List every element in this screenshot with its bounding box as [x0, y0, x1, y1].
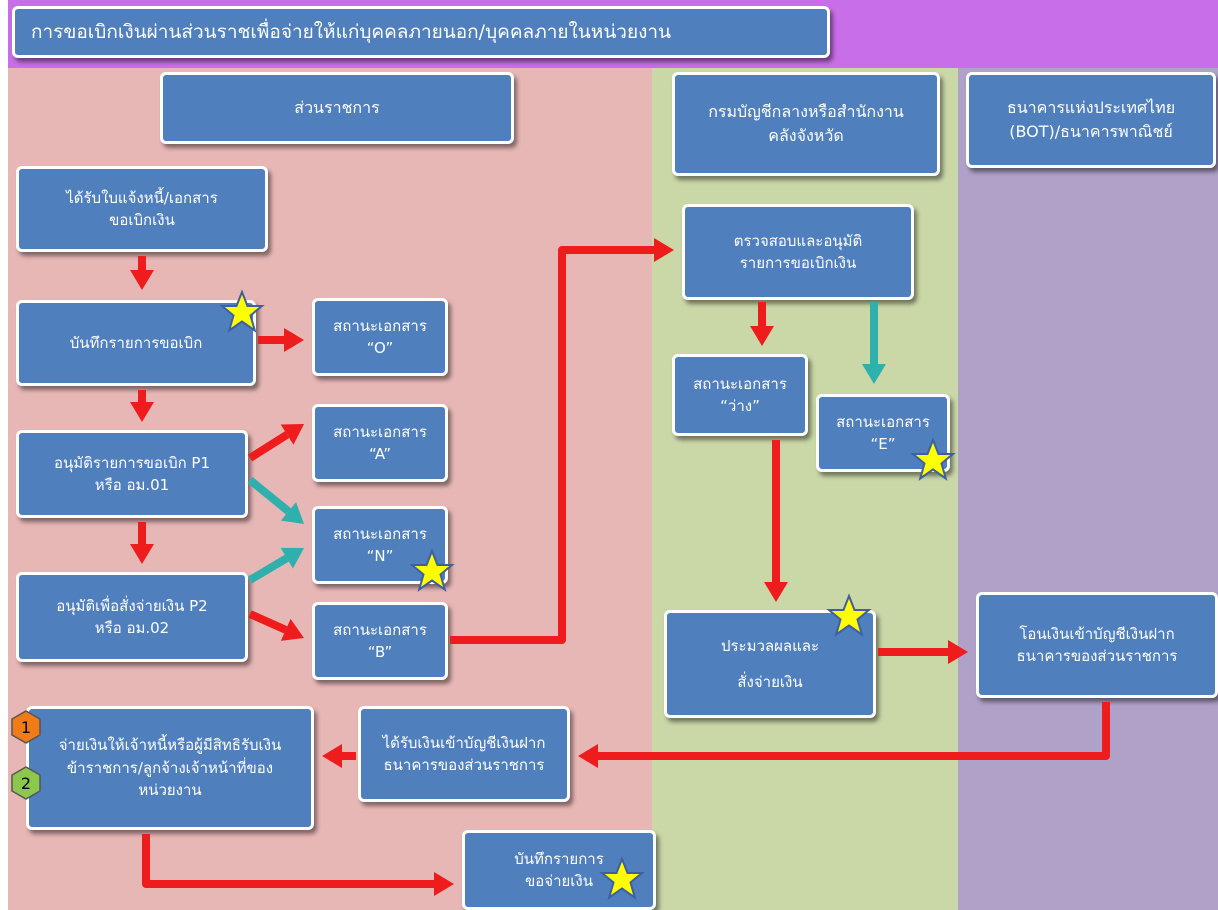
- node-pay-creditor-line2: ข้าราชการ/ลูกจ้างเจ้าหน้าที่ของ: [66, 758, 274, 777]
- status-o-line2: “O”: [366, 339, 394, 357]
- node-transfer-deposit: โอนเงินเข้าบัญชีเงินฝาก ธนาคารของส่วนราช…: [976, 592, 1218, 698]
- node-transfer-deposit-line1: โอนเงินเข้าบัญชีเงินฝาก: [1019, 624, 1175, 643]
- status-o-line1: สถานะเอกสาร: [333, 316, 427, 335]
- star-icon: [826, 593, 872, 637]
- diagram-title-text: การขอเบิกเงินผ่านส่วนราชเพื่อจ่ายให้แก่บ…: [31, 20, 672, 43]
- node-verify-approve: ตรวจสอบและอนุมัติ รายการขอเบิกเงิน: [682, 204, 914, 300]
- badge-1: 1: [10, 710, 42, 744]
- badge-2: 2: [10, 766, 42, 800]
- lane-header-bank: ธนาคารแห่งประเทศไทย (BOT)/ธนาคารพาณิชย์: [966, 72, 1216, 168]
- status-a-line1: สถานะเอกสาร: [333, 422, 427, 441]
- status-n-line2: “N”: [366, 547, 394, 565]
- lane-comptroller-general: [652, 68, 958, 910]
- status-a: สถานะเอกสาร “A”: [312, 404, 448, 482]
- lane-header-bank-line1: ธนาคารแห่งประเทศไทย: [1006, 98, 1176, 117]
- badge-2-number: 2: [20, 773, 32, 793]
- status-e-line1: สถานะเอกสาร: [836, 412, 930, 431]
- node-approve-p1: อนุมัติรายการขอเบิก P1 หรือ อม.01: [16, 430, 248, 518]
- node-approve-p2-line2: หรือ อม.02: [94, 619, 170, 637]
- status-blank-line2: “ว่าง”: [720, 397, 760, 415]
- node-approve-p1-line2: หรือ อม.01: [94, 476, 170, 494]
- lane-header-government: ส่วนราชการ: [160, 72, 514, 144]
- status-b-line2: “B”: [367, 643, 393, 661]
- node-receive-invoice: ได้รับใบแจ้งหนี้/เอกสาร ขอเบิกเงิน: [16, 166, 268, 252]
- lane-header-comptroller-line1: กรมบัญชีกลางหรือสำนักงาน: [708, 102, 904, 121]
- lane-bank: [958, 68, 1218, 910]
- node-receive-deposit-line1: ได้รับเงินเข้าบัญชีเงินฝาก: [382, 733, 546, 752]
- lane-header-comptroller-line2: คลังจังหวัด: [768, 126, 844, 145]
- status-a-line2: “A”: [368, 445, 392, 463]
- star-icon: [409, 548, 455, 592]
- node-approve-p2-line1: อนุมัติเพื่อสั่งจ่ายเงิน P2: [56, 596, 208, 615]
- badge-1-number: 1: [20, 717, 32, 737]
- hexagon-badge-icon: [11, 710, 41, 744]
- node-verify-approve-line2: รายการขอเบิกเงิน: [739, 254, 857, 272]
- diagram-title: การขอเบิกเงินผ่านส่วนราชเพื่อจ่ายให้แก่บ…: [12, 6, 830, 58]
- node-record-request-line1: บันทึกรายการขอเบิก: [69, 333, 203, 352]
- status-e: สถานะเอกสาร “E”: [816, 394, 950, 472]
- star-icon: [910, 437, 956, 481]
- node-transfer-deposit-line2: ธนาคารของส่วนราชการ: [1016, 647, 1178, 665]
- status-e-line2: “E”: [870, 435, 896, 453]
- node-approve-p1-line1: อนุมัติรายการขอเบิก P1: [53, 453, 211, 472]
- node-process-pay-line2: สั่งจ่ายเงิน: [737, 673, 803, 691]
- lane-header-government-text: ส่วนราชการ: [294, 98, 380, 117]
- node-approve-p2: อนุมัติเพื่อสั่งจ่ายเงิน P2 หรือ อม.02: [16, 572, 248, 662]
- node-verify-approve-line1: ตรวจสอบและอนุมัติ: [733, 231, 863, 250]
- node-process-pay-line1: ประมวลผลและ: [720, 636, 820, 655]
- hexagon-badge-icon: [11, 766, 41, 800]
- node-pay-creditor-line3: หน่วยงาน: [138, 781, 202, 800]
- status-n-line1: สถานะเอกสาร: [333, 524, 427, 543]
- node-receive-invoice-line2: ขอเบิกเงิน: [109, 211, 175, 229]
- status-blank: สถานะเอกสาร “ว่าง”: [672, 354, 808, 436]
- node-record-payment-line1: บันทึกรายการ: [514, 849, 604, 868]
- node-pay-creditor: จ่ายเงินให้เจ้าหนี้หรือผู้มีสิทธิรับเงิน…: [26, 706, 314, 830]
- node-receive-deposit-line2: ธนาคารของส่วนราชการ: [383, 756, 545, 774]
- lane-header-bank-line2: (BOT)/ธนาคารพาณิชย์: [1009, 122, 1173, 141]
- lane-header-comptroller: กรมบัญชีกลางหรือสำนักงาน คลังจังหวัด: [672, 72, 940, 176]
- status-b-line1: สถานะเอกสาร: [333, 620, 427, 639]
- status-b: สถานะเอกสาร “B”: [312, 602, 448, 680]
- node-receive-invoice-line1: ได้รับใบแจ้งหนี้/เอกสาร: [66, 188, 218, 207]
- status-blank-line1: สถานะเอกสาร: [693, 374, 787, 393]
- node-pay-creditor-line1: จ่ายเงินให้เจ้าหนี้หรือผู้มีสิทธิรับเงิน: [58, 736, 282, 755]
- node-record-request: บันทึกรายการขอเบิก: [16, 300, 256, 386]
- node-receive-deposit: ได้รับเงินเข้าบัญชีเงินฝาก ธนาคารของส่วน…: [358, 706, 570, 802]
- node-record-payment-line2: ขอจ่ายเงิน: [525, 872, 593, 890]
- status-o: สถานะเอกสาร “O”: [312, 298, 448, 376]
- star-icon: [219, 289, 265, 333]
- star-icon: [599, 856, 645, 900]
